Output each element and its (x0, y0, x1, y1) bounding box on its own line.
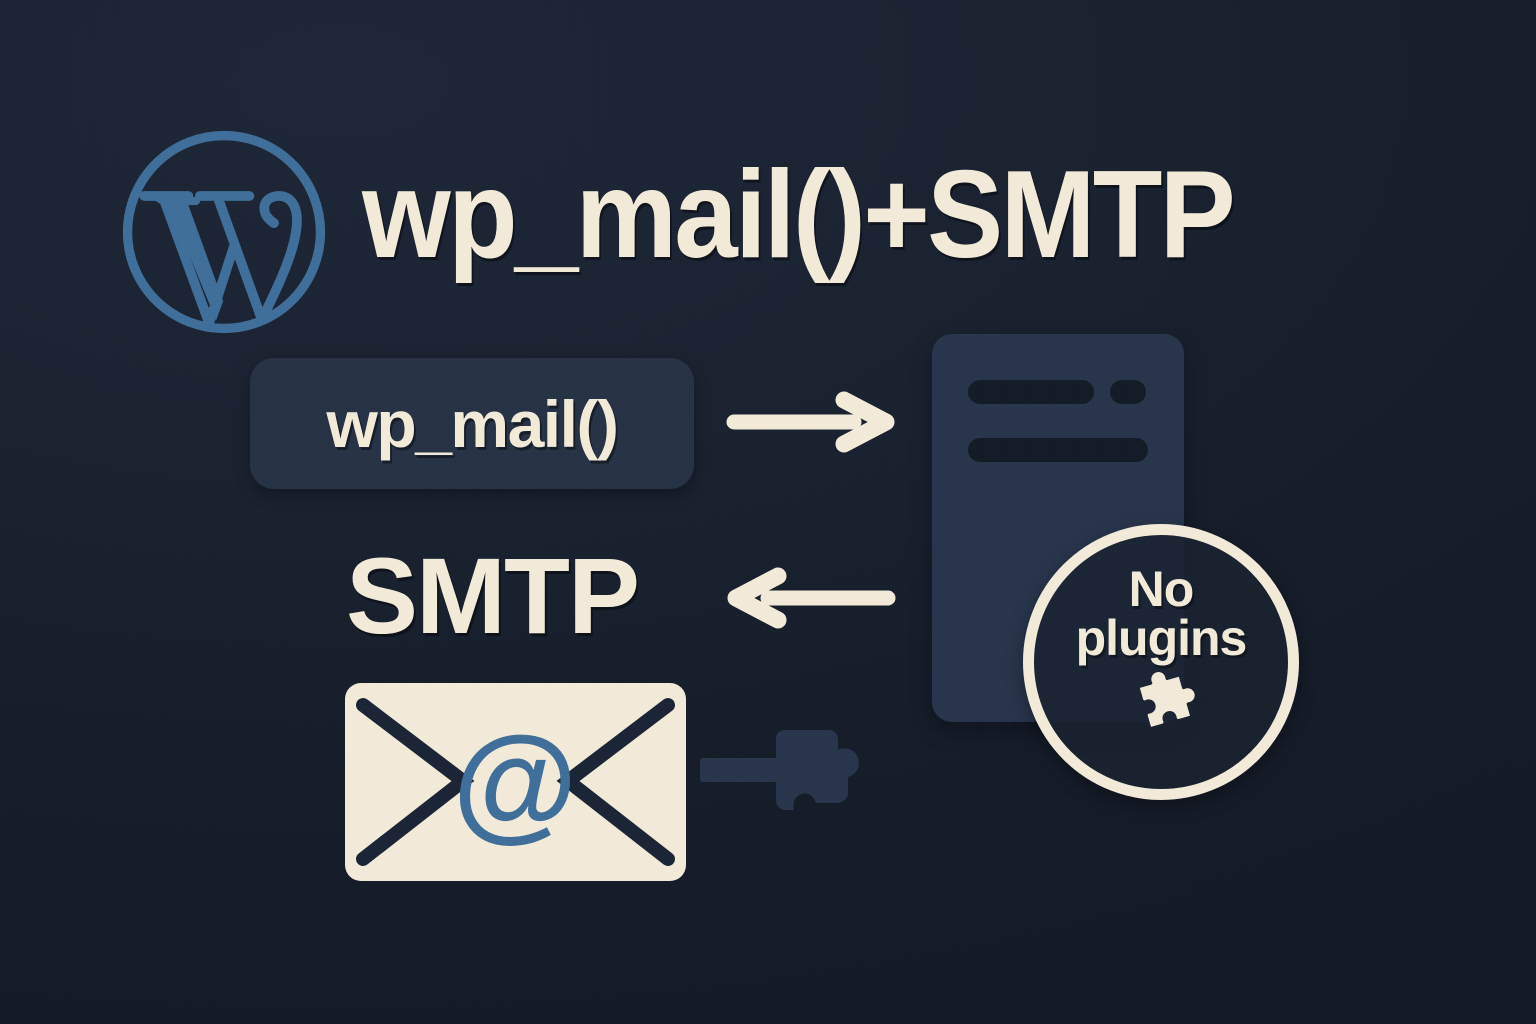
wordpress-logo-icon (118, 126, 330, 338)
document-bar (968, 438, 1148, 462)
arrow-right-icon (726, 390, 906, 454)
badge-line-1: No (1128, 561, 1195, 617)
document-bar (968, 380, 1094, 404)
no-plugins-badge: No plugins (1023, 524, 1299, 800)
at-symbol: @ (453, 711, 578, 854)
page-title: wp_mail()+SMTP (362, 146, 1236, 284)
wp-mail-chip-label: wp_mail() (326, 386, 619, 461)
document-bar (1110, 380, 1146, 404)
envelope-icon: @ (345, 683, 686, 881)
smtp-label: SMTP (346, 535, 640, 656)
arrow-left-icon (716, 566, 896, 630)
document-row (968, 380, 1146, 404)
arrow-right-plugin-icon (700, 722, 882, 818)
badge-line-2: plugins (1075, 610, 1248, 666)
document-row (968, 438, 1148, 462)
wp-mail-chip[interactable]: wp_mail() (250, 358, 694, 489)
puzzle-piece-icon (1124, 671, 1198, 745)
